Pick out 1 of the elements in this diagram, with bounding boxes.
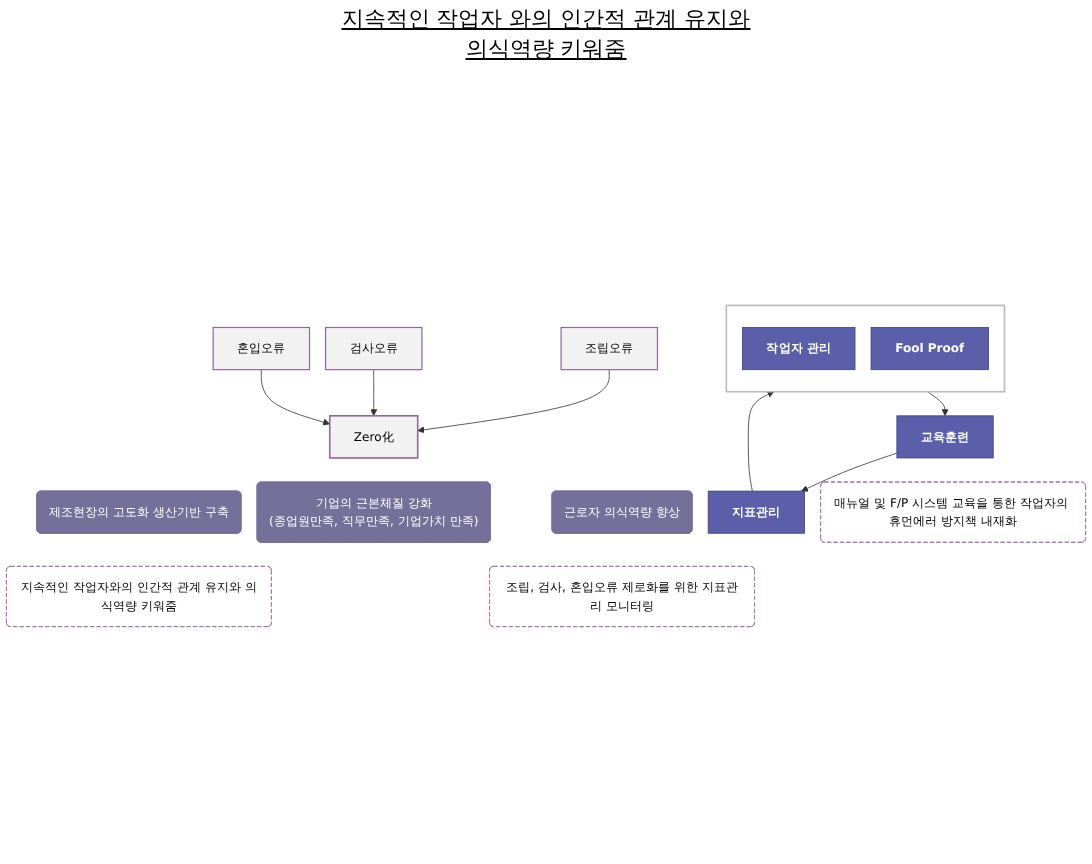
cluster (725, 304, 1006, 393)
